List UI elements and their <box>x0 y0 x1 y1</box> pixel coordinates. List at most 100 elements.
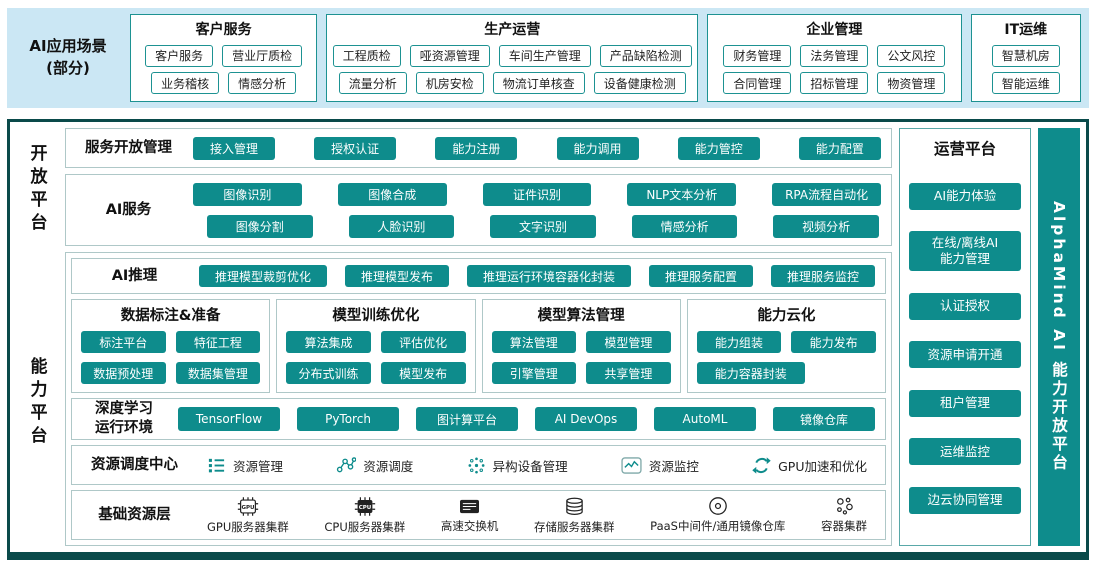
disc-icon <box>708 496 728 516</box>
capability-button: 特征工程 <box>175 331 261 353</box>
platform-sections: 服务开放管理 接入管理 授权认证 能力注册 能力调用 能力管控 能力配置 AI服… <box>65 128 892 546</box>
chip-row: 客户服务 营业厅质检 <box>137 44 310 67</box>
banner-label: AI应用场景 (部分) <box>29 37 107 77</box>
scenario-chip: 合同管理 <box>723 72 792 94</box>
group-title: 模型算法管理 <box>537 308 625 324</box>
chip-row: 流量分析 机房安检 物流订单核查 设备健康检测 <box>333 72 691 94</box>
ops-button: 运维监控 <box>909 438 1021 465</box>
scenario-chip: 产品缺陷检测 <box>599 44 692 67</box>
ops-button: AI能力体验 <box>909 182 1021 210</box>
capability-button: 算法管理 <box>491 331 577 353</box>
resource-scheduling-section: 资源调度中心 资源管理 资源调度 <box>71 445 886 485</box>
runtime-button: AutoML <box>654 407 756 431</box>
scenario-chip: 招标管理 <box>800 72 869 94</box>
ops-button: 资源申请开通 <box>909 341 1021 368</box>
scenario-chip: 营业厅质检 <box>222 44 303 67</box>
capability-groups-row: 数据标注&准备 标注平台 特征工程 数据预处理 数据集管理 模型训练优化 算法集… <box>71 299 886 393</box>
capability-platform-label: 能力平台 <box>26 357 47 449</box>
ops-platform-panel: 运营平台 AI能力体验 在线/离线AI 能力管理 认证授权 资源申请开通 租户管… <box>899 128 1031 546</box>
capability-button: 标注平台 <box>81 331 166 353</box>
scenario-chip: 情感分析 <box>228 72 297 94</box>
item-label: PaaS中间件/通用镜像仓库 <box>650 519 786 533</box>
ai-service-button: NLP文本分析 <box>627 182 737 206</box>
group-title: 数据标注&准备 <box>120 308 221 324</box>
item-label: GPU服务器集群 <box>207 519 289 534</box>
item-label: 资源监控 <box>648 458 699 474</box>
scenario-group-it-ops: IT运维 智慧机房 智能运维 <box>970 14 1081 102</box>
chip-row: 合同管理 招标管理 物资管理 <box>714 72 954 94</box>
ops-button-list: AI能力体验 在线/离线AI 能力管理 认证授权 资源申请开通 租户管理 运维监… <box>909 161 1021 535</box>
button-grid: 算法管理 模型管理 引擎管理 共享管理 <box>491 331 671 384</box>
ai-service-button: 情感分析 <box>631 214 738 238</box>
scheduling-item: GPU加速和优化 <box>752 456 867 475</box>
section-title: 服务开放管理 <box>85 139 172 156</box>
base-resources-section: 基础资源层 GPU GPU服务器集群 CPU CPU服务器集 <box>71 490 886 540</box>
platform-labels: 开放平台 能力平台 <box>16 128 58 546</box>
ops-button: 租户管理 <box>909 389 1021 417</box>
scenario-group-production-ops: 生产运营 工程质检 哑资源管理 车间生产管理 产品缺陷检测 流量分析 机房安检 … <box>326 14 699 102</box>
container-cluster-icon <box>833 496 855 516</box>
inference-button: 推理模型裁剪优化 <box>199 265 328 287</box>
ai-service-button: 视频分析 <box>773 214 879 238</box>
ai-service-button: 证件识别 <box>482 182 592 206</box>
switch-icon <box>458 497 481 516</box>
scenario-chip: 客户服务 <box>145 44 214 67</box>
ai-inference-section: AI推理 推理模型裁剪优化 推理模型发布 推理运行环境容器化封装 推理服务配置 … <box>71 258 886 294</box>
capability-button: 能力容器封装 <box>696 362 805 384</box>
base-resource-item: 存储服务器集群 <box>534 496 615 535</box>
ops-button: 边云协同管理 <box>909 486 1021 514</box>
base-resource-item: CPU CPU服务器集群 <box>324 496 405 535</box>
capability-button: 共享管理 <box>586 362 671 384</box>
group-data-labeling: 数据标注&准备 标注平台 特征工程 数据预处理 数据集管理 <box>71 299 271 393</box>
section-title: 深度学习 运行环境 <box>95 401 153 436</box>
runtime-button: TensorFlow <box>178 407 280 431</box>
capability-button: 数据预处理 <box>81 362 166 384</box>
item-label: 容器集群 <box>820 519 867 533</box>
capability-button: 能力发布 <box>791 331 876 353</box>
svg-text:GPU: GPU <box>241 504 254 510</box>
capability-button: 接入管理 <box>193 136 275 160</box>
ai-service-button: 文字识别 <box>490 214 596 238</box>
group-title: 客户服务 <box>195 22 252 38</box>
button-row: TensorFlow PyTorch 图计算平台 AI DevOps AutoM… <box>178 407 875 431</box>
capability-button: 数据集管理 <box>175 362 261 384</box>
item-label: 资源管理 <box>233 458 284 474</box>
group-title: 能力云化 <box>757 308 816 324</box>
gpu-chip-icon: GPU <box>236 496 260 517</box>
capability-button: 能力调用 <box>556 136 639 160</box>
scheduling-item: 资源调度 <box>336 456 413 475</box>
heterogeneous-devices-icon <box>467 456 486 475</box>
capability-button: 分布式训练 <box>286 362 371 384</box>
chip-row: 智能运维 <box>978 72 1074 94</box>
item-label: 资源调度 <box>363 458 414 474</box>
scenario-chip: 物资管理 <box>877 72 946 94</box>
chip-row: 智慧机房 <box>978 44 1074 67</box>
base-resource-item: PaaS中间件/通用镜像仓库 <box>650 496 785 534</box>
button-grid: 图像识别 图像合成 证件识别 NLP文本分析 RPA流程自动化 图像分割 人脸识… <box>193 182 881 238</box>
button-row: 图像分割 人脸识别 文字识别 情感分析 视频分析 <box>193 214 881 238</box>
scenario-chip: 车间生产管理 <box>498 44 591 67</box>
scenario-chip: 设备健康检测 <box>593 72 686 94</box>
ai-scenarios-banner: AI应用场景 (部分) 客户服务 客户服务 营业厅质检 业务稽核 情感分析 生产… <box>7 8 1089 108</box>
icon-item-row: GPU GPU服务器集群 CPU CPU服务器集群 <box>199 496 875 535</box>
capability-button: 能力配置 <box>798 136 881 160</box>
capability-platform-box: AI推理 推理模型裁剪优化 推理模型发布 推理运行环境容器化封装 推理服务配置 … <box>65 252 892 546</box>
group-capability-cloudification: 能力云化 能力组装 能力发布 能力容器封装 <box>686 299 886 393</box>
button-row: 接入管理 授权认证 能力注册 能力调用 能力管控 能力配置 <box>193 136 881 160</box>
capability-button: 授权认证 <box>314 136 397 160</box>
scheduling-item: 异构设备管理 <box>467 456 568 475</box>
chip-row: 业务稽核 情感分析 <box>137 72 310 94</box>
dl-runtime-section: 深度学习 运行环境 TensorFlow PyTorch 图计算平台 AI De… <box>71 398 886 440</box>
capability-button: 引擎管理 <box>491 362 577 384</box>
section-title: AI推理 <box>111 267 158 284</box>
capability-button: 模型管理 <box>586 331 671 353</box>
scenario-chip: 机房安检 <box>415 72 484 94</box>
ai-services-section: AI服务 图像识别 图像合成 证件识别 NLP文本分析 RPA流程自动化 图像分… <box>65 174 892 246</box>
group-title: IT运维 <box>1004 22 1048 38</box>
item-label: CPU服务器集群 <box>324 519 406 534</box>
resource-list-icon <box>207 456 226 475</box>
capability-button: 能力管控 <box>677 136 760 160</box>
scenario-chip: 流量分析 <box>338 72 407 94</box>
button-row: 图像识别 图像合成 证件识别 NLP文本分析 RPA流程自动化 <box>193 182 881 206</box>
